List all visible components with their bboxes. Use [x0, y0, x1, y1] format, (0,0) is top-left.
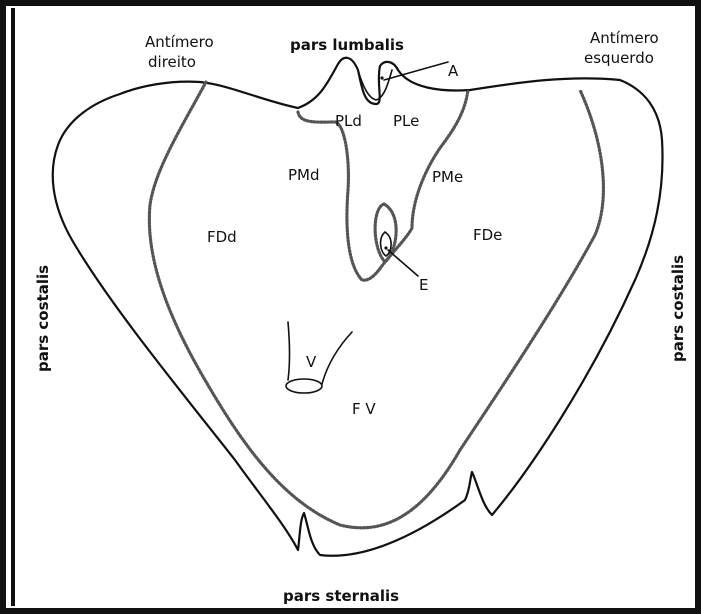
label-v: V — [306, 353, 317, 371]
point-a-dot — [380, 76, 383, 79]
tendon-boundary — [149, 82, 603, 528]
label-pars-sternalis: pars sternalis — [283, 587, 399, 605]
diaphragm-outline — [53, 58, 663, 556]
label-fdd: FDd — [207, 228, 237, 246]
label-antimero-esquerdo-2: esquerdo — [584, 49, 654, 67]
label-fv: F V — [352, 400, 376, 418]
point-e-dot — [384, 246, 387, 249]
label-antimero-direito-1: Antímero — [145, 33, 214, 51]
label-pars-costalis-right: pars costalis — [669, 255, 687, 362]
label-pars-costalis-left: pars costalis — [34, 265, 52, 372]
label-pmd: PMd — [288, 166, 320, 184]
vena-cava-right-wall — [322, 332, 352, 384]
label-e: E — [419, 276, 428, 294]
label-antimero-esquerdo-1: Antímero — [590, 29, 659, 47]
label-antimero-direito-2: direito — [148, 53, 196, 71]
vena-cava-opening — [286, 379, 322, 393]
vena-cava-left-wall — [288, 322, 290, 380]
label-fde: FDe — [473, 226, 502, 244]
esophageal-hiatus-inner — [381, 232, 392, 256]
label-pld: PLd — [335, 112, 362, 130]
label-pme: PMe — [432, 168, 463, 186]
label-ple: PLe — [393, 112, 419, 130]
pointer-e — [388, 250, 418, 276]
hiatus-aorticus-line — [358, 70, 392, 100]
label-a: A — [448, 62, 459, 80]
label-pars-lumbalis: pars lumbalis — [290, 36, 404, 54]
